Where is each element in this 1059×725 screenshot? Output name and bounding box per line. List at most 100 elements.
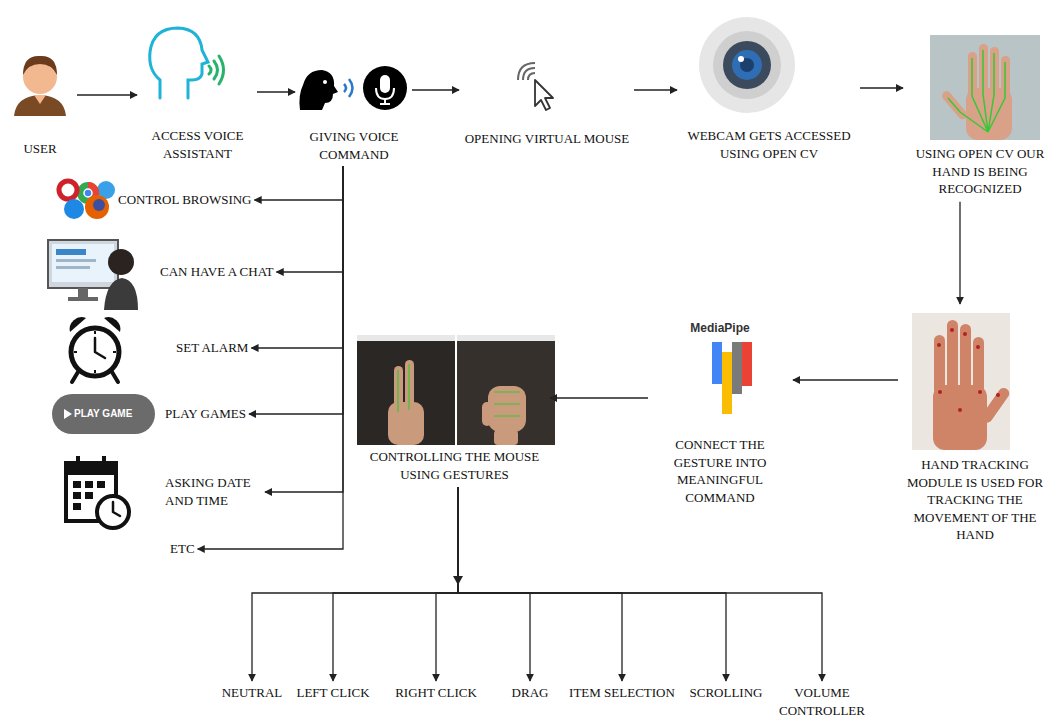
calendar-icon <box>97 496 129 528</box>
chat-picture <box>52 244 114 282</box>
step-label: ASKING DATE AND TIME <box>165 474 262 509</box>
gesture-action: LEFT CLICK <box>291 684 375 702</box>
flow-arrow <box>458 487 530 681</box>
flow-arrow <box>198 166 343 549</box>
user-step: USER <box>5 50 75 158</box>
voice-command-icon <box>376 88 394 99</box>
voice-feature: SET ALARM <box>62 312 248 384</box>
user-icon <box>34 95 46 104</box>
virtual-mouse-icon <box>518 63 553 110</box>
browser-icons <box>59 181 115 219</box>
gesture-screenshots <box>494 392 520 416</box>
calendar-icon <box>97 481 105 488</box>
chat-picture <box>48 240 138 310</box>
flow-arrow <box>277 166 343 272</box>
flow-arrow <box>959 202 960 304</box>
voice-assistant-icon <box>150 28 208 98</box>
gesture-screenshots <box>457 335 555 341</box>
alarm-clock-icon <box>70 317 121 382</box>
flow-arrow <box>265 166 343 492</box>
webcam-icon <box>738 56 744 62</box>
alarm-clock-icon <box>95 338 105 358</box>
voice-command-icon <box>299 66 407 110</box>
hand-tracking-photo <box>933 320 1011 450</box>
flow-arrow <box>252 487 458 681</box>
alarm-clock-icon <box>74 331 116 373</box>
gesture-screenshots <box>488 386 526 432</box>
hand-tracking-photo <box>973 337 984 395</box>
hand-photo <box>930 35 1040 140</box>
gesture-screenshots <box>494 430 518 445</box>
gesture-screenshots <box>388 402 424 445</box>
gesture-action: VOLUME CONTROLLER <box>775 684 869 719</box>
voice-command-icon <box>380 99 390 104</box>
hand-tracking-photo <box>996 393 1000 397</box>
step-label: SET ALARM <box>176 339 248 357</box>
gesture-action: NEUTRAL <box>214 684 290 702</box>
hand-tracking-photo <box>963 332 967 336</box>
process-step: MediaPipeCONNECT THE GESTURE INTO MEANIN… <box>650 320 790 506</box>
gesture-screenshots <box>457 335 555 445</box>
step-label: ETC <box>170 540 195 558</box>
step-label: WEBCAM GETS ACCESSED USING OPEN CV <box>680 127 858 162</box>
hand-tracking-photo <box>937 343 941 347</box>
gesture-action: DRAG <box>505 684 555 702</box>
flow-arrow <box>249 166 343 414</box>
gesture-screenshots <box>482 402 492 426</box>
webcam-icon <box>732 50 762 80</box>
gesture-screenshots <box>398 364 409 412</box>
gesture-screenshots <box>357 335 455 445</box>
mediapipe-logo <box>742 342 752 386</box>
step-label: HAND TRACKING MODULE IS USED FOR TRACKIN… <box>900 456 1050 544</box>
step-label: CONNECT THE GESTURE INTO MEANINGFUL COMM… <box>650 436 790 506</box>
process-step: GIVING VOICE COMMAND <box>298 60 410 163</box>
calendar-icon <box>66 456 129 528</box>
process-step: USING OPEN CV OUR HAND IS BEING RECOGNIZ… <box>906 30 1054 198</box>
flow-arrow <box>333 487 458 681</box>
gesture-screenshots <box>388 360 526 445</box>
step-label: GIVING VOICE COMMAND <box>298 128 410 163</box>
calendar-icon <box>113 502 120 516</box>
chat-picture <box>108 249 134 275</box>
flow-arrow <box>634 89 677 90</box>
mediapipe-logo <box>732 342 742 394</box>
flow-arrow <box>458 487 822 681</box>
flow-arrow <box>458 487 726 681</box>
voice-assistant-icon <box>219 56 224 84</box>
voice-command-icon <box>299 70 338 110</box>
gesture-screenshots <box>357 335 555 445</box>
voice-feature: CAN HAVE A CHAT <box>40 232 274 312</box>
step-label: CONTROLLING THE MOUSE USING GESTURES <box>362 448 547 483</box>
calendar-icon <box>73 492 81 499</box>
calendar-icon <box>102 456 106 468</box>
flow-arrow <box>550 397 648 398</box>
calendar-icon <box>85 492 93 499</box>
process-step: WEBCAM GETS ACCESSED USING OPEN CV <box>680 15 858 162</box>
browser-icons <box>93 199 105 211</box>
hand-tracking-photo <box>978 390 982 394</box>
mediapipe-logo <box>722 352 732 414</box>
gesture-action: SCROLLING <box>682 684 770 702</box>
hand-tracking-photo <box>960 324 971 394</box>
process-step: CONTROLLING THE MOUSE USING GESTURES <box>362 330 547 483</box>
step-label: USER <box>5 140 75 158</box>
voice-command-icon <box>380 75 390 93</box>
voice-feature: CONTROL BROWSING <box>55 178 252 222</box>
calendar-icon <box>85 481 93 488</box>
user-icon <box>14 95 66 116</box>
user-icon <box>14 56 66 116</box>
hand-photo <box>930 35 1040 140</box>
chat-picture <box>56 259 96 262</box>
logo-text: MediaPipe <box>650 320 790 336</box>
alarm-clock-icon <box>71 328 119 376</box>
hand-photo <box>940 44 1012 140</box>
mediapipe-logo <box>712 342 752 414</box>
browser-icons <box>85 195 109 219</box>
step-label: RIGHT CLICK <box>388 684 484 702</box>
process-step: OPENING VIRTUAL MOUSE <box>462 60 632 148</box>
mediapipe-logo <box>712 342 722 384</box>
webcam-icon <box>713 31 781 99</box>
webcam-icon <box>723 41 771 89</box>
gesture-action: ITEM SELECTION <box>564 684 680 702</box>
